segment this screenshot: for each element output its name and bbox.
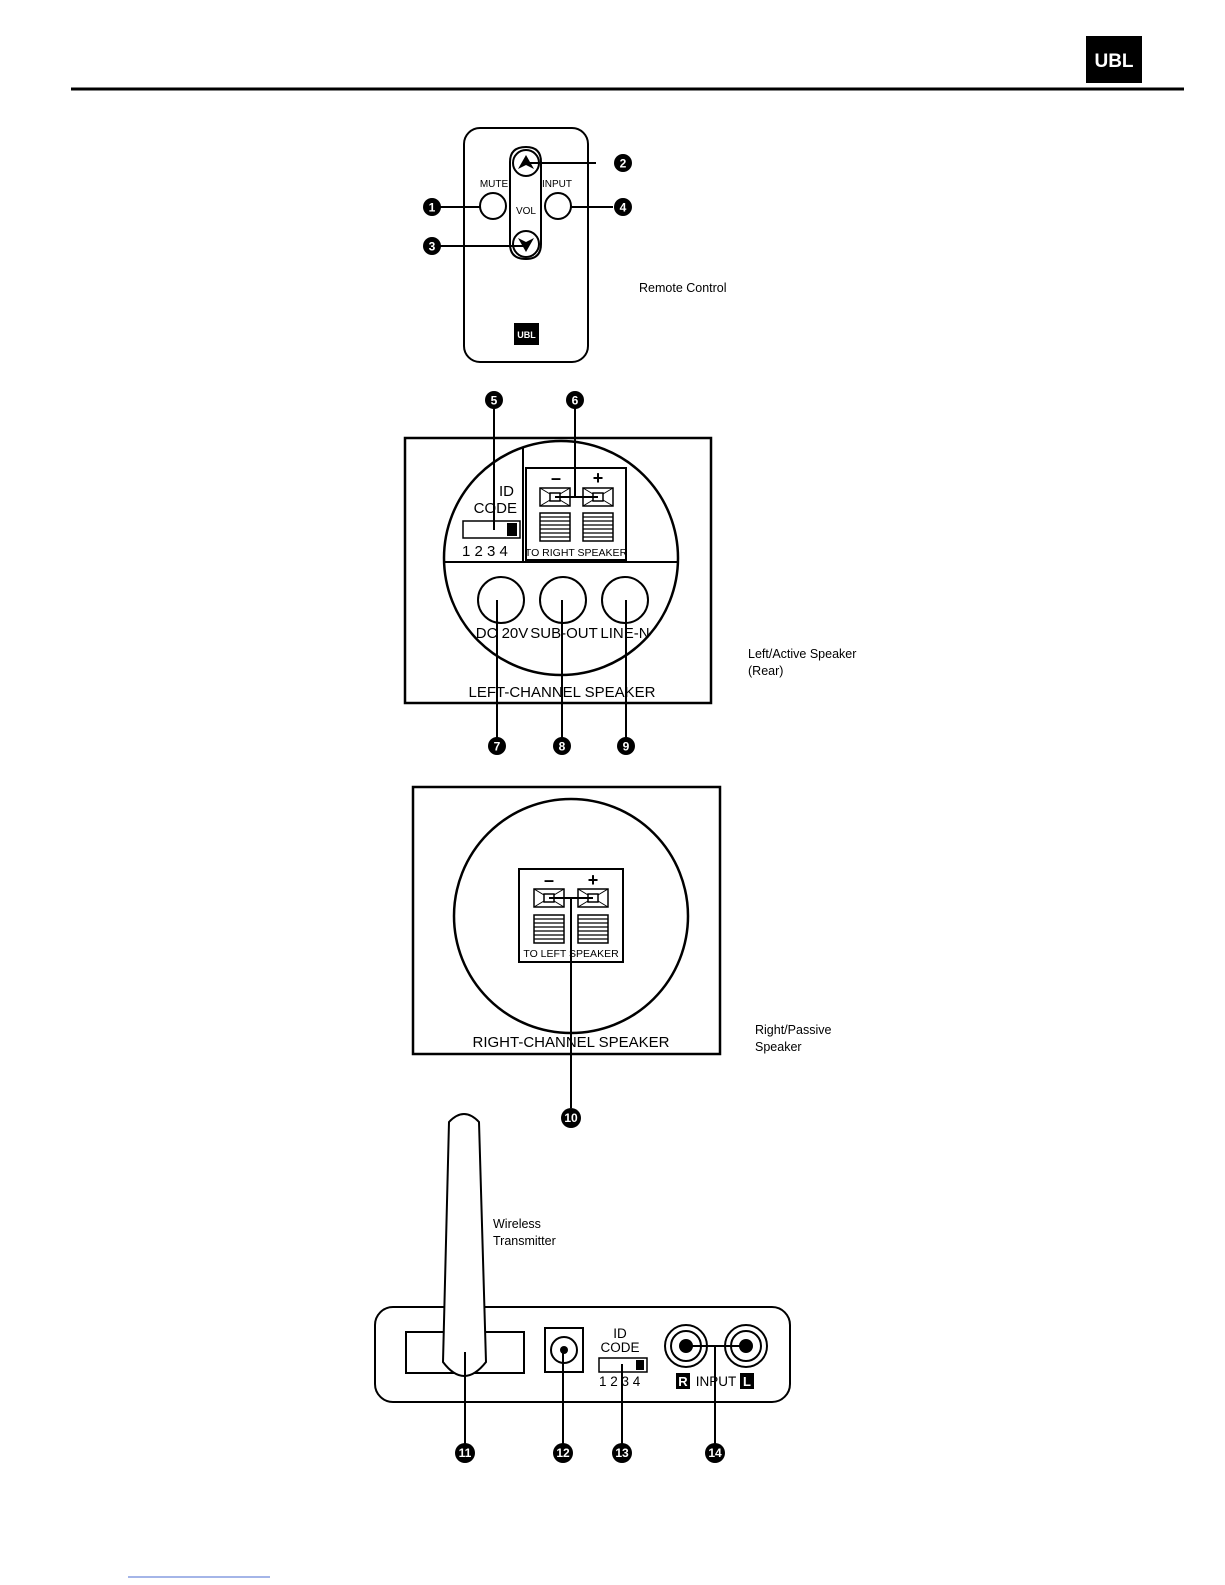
transmitter-caption-2: Transmitter [493, 1234, 556, 1248]
svg-text:5: 5 [491, 394, 498, 408]
svg-text:9: 9 [623, 740, 630, 754]
left-id-label: ID [499, 483, 514, 500]
rca-r-label: R [678, 1374, 688, 1389]
callout-6: 6 [566, 391, 584, 409]
tx-id-switch-knob [636, 1360, 644, 1370]
mute-label: MUTE [480, 179, 509, 190]
left-terminal-minus [540, 488, 570, 541]
callout-14: 14 [705, 1443, 725, 1463]
callout-1: 1 [423, 198, 441, 216]
tx-id-numbers: 1 2 3 4 [599, 1374, 641, 1389]
right-minus-sign: – [544, 870, 554, 890]
callout-3: 3 [423, 237, 441, 255]
left-terminal-plus [583, 488, 613, 541]
right-speaker-figure: – + TO LEFT SPEAKER RIGHT-CHANNEL SPEAKE… [413, 787, 831, 1108]
right-speaker-caption-2: Speaker [755, 1040, 802, 1054]
left-code-label: CODE [474, 500, 517, 517]
tx-id-label: ID [613, 1326, 627, 1341]
left-speaker-caption-2: (Rear) [748, 664, 783, 678]
callout-10: 10 [561, 1108, 581, 1128]
antenna [443, 1114, 486, 1376]
vol-label: VOL [516, 206, 536, 217]
svg-text:10: 10 [564, 1111, 578, 1125]
svg-text:7: 7 [494, 740, 501, 754]
svg-text:14: 14 [708, 1446, 722, 1460]
header: UBL [71, 36, 1184, 89]
mute-button [480, 193, 506, 219]
svg-text:4: 4 [620, 201, 627, 215]
left-id-switch-knob [507, 523, 517, 536]
left-terminal-label: TO RIGHT SPEAKER [525, 547, 628, 559]
right-speaker-panel [413, 787, 720, 1054]
rca-l-label: L [743, 1374, 751, 1389]
brand-logo-text: UBL [1094, 51, 1133, 72]
dc-jack [478, 577, 524, 623]
left-id-numbers: 1 2 3 4 [462, 543, 508, 560]
callout-13: 13 [612, 1443, 632, 1463]
callout-4: 4 [614, 198, 632, 216]
input-button [545, 193, 571, 219]
remote-caption: Remote Control [639, 281, 727, 295]
remote-logo-text: UBL [517, 330, 536, 340]
remote-control-figure: MUTE INPUT VOL UBL Remote Control [438, 128, 727, 362]
callout-12: 12 [553, 1443, 573, 1463]
left-speaker-caption-1: Left/Active Speaker [748, 647, 856, 661]
dc-label: DC 20V [476, 625, 529, 642]
callout-2: 2 [614, 154, 632, 172]
right-plus-sign: + [588, 870, 599, 890]
transmitter-figure: ID CODE 1 2 3 4 R INPUT L Wireless Trans… [375, 1114, 790, 1452]
svg-text:11: 11 [459, 1446, 472, 1460]
right-speaker-caption-1: Right/Passive [755, 1023, 831, 1037]
svg-text:1: 1 [429, 201, 436, 215]
input-label: INPUT [542, 179, 572, 190]
callout-7: 7 [488, 737, 506, 755]
transmitter-caption-1: Wireless [493, 1217, 541, 1231]
svg-text:8: 8 [559, 740, 566, 754]
left-minus-sign: – [551, 468, 561, 488]
svg-text:6: 6 [572, 394, 579, 408]
callout-5: 5 [485, 391, 503, 409]
callout-8: 8 [553, 737, 571, 755]
svg-text:13: 13 [615, 1446, 629, 1460]
callout-9: 9 [617, 737, 635, 755]
left-speaker-figure: ID CODE 1 2 3 4 – + TO RIGHT SPEAKER [405, 408, 856, 738]
svg-text:12: 12 [556, 1446, 570, 1460]
left-plus-sign: + [593, 468, 604, 488]
svg-text:3: 3 [429, 240, 436, 254]
tx-code-label: CODE [600, 1340, 639, 1355]
svg-text:2: 2 [620, 157, 627, 171]
callout-11: 11 [455, 1443, 475, 1463]
sub-out-label: SUB-OUT [530, 625, 598, 642]
